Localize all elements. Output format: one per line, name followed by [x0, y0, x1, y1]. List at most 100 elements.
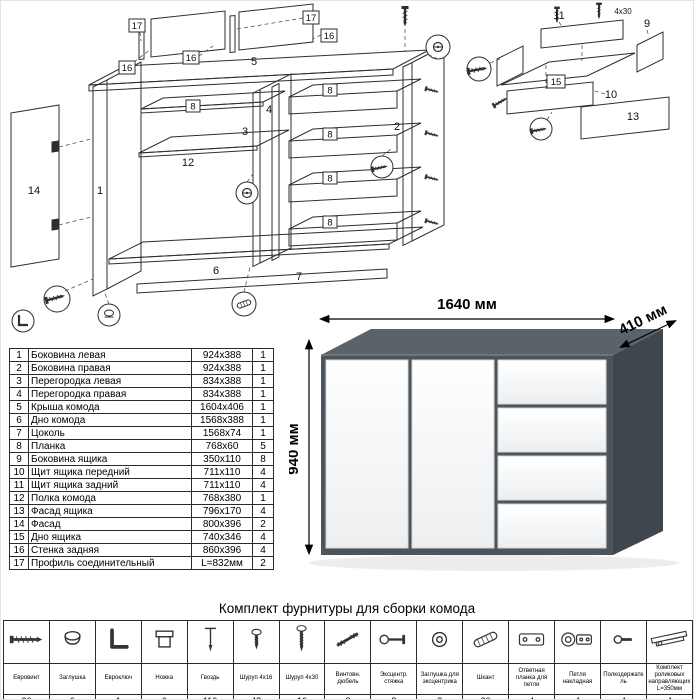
part-size: 711x110	[191, 478, 253, 492]
part-num: 11	[9, 478, 29, 492]
hardware-icon-cell	[416, 620, 464, 664]
callout-12: 12	[182, 157, 194, 169]
drawer-exploded-view	[496, 19, 670, 140]
callout-17: 17	[306, 13, 317, 24]
exploded-assembly-diagram: 17 17 16 16 16 8 8 8 8 8 15 5 12 3	[10, 1, 670, 333]
part-num: 4	[9, 387, 29, 401]
wooden-dowel-icon	[473, 631, 498, 648]
height-label: 940 мм	[289, 423, 302, 474]
hardware-item-qty: 1	[94, 693, 142, 699]
hardware-item-qty: 4	[599, 693, 647, 699]
boxed-callouts: 17 17 16 16 16 8 8 8 8 8 15	[118, 10, 566, 229]
callout-1: 1	[97, 185, 103, 197]
part-num: 12	[9, 491, 29, 505]
hinge-mark	[51, 140, 60, 153]
part-qty: 4	[252, 543, 274, 557]
shelf-12	[138, 129, 290, 154]
callout-17: 17	[132, 21, 143, 32]
hardware-icon-cell	[232, 620, 280, 664]
part-name: Профиль соединительный	[28, 556, 192, 570]
callout-2: 2	[394, 121, 400, 133]
leader-lines	[58, 17, 650, 305]
part-num: 17	[9, 556, 29, 570]
hex-key-icon	[17, 315, 28, 327]
confirmat-screw-icon	[9, 635, 43, 644]
part-name: Цоколь	[28, 426, 192, 440]
dowel-screw-icon	[336, 632, 360, 647]
hardware-icon-cell	[186, 620, 234, 664]
part-size: 1604x406	[191, 400, 253, 414]
part-num: 7	[9, 426, 29, 440]
hardware-item-qty: 8	[416, 693, 464, 699]
part-size: 711x110	[191, 465, 253, 479]
hardware-icon-cell	[278, 620, 326, 664]
part-name: Щит ящика задний	[28, 478, 192, 492]
dresser-side	[613, 329, 663, 555]
hardware-item-qty: 4	[554, 693, 601, 699]
hardware-item-name: Евроключ	[94, 663, 142, 695]
hardware-icon-cell	[140, 620, 188, 664]
callout-6: 6	[213, 265, 219, 277]
hardware-item-name: Винтовн. дюбель	[324, 663, 372, 695]
hardware-qty-row: 266161104816888204444	[3, 693, 693, 699]
part-name: Планка	[28, 439, 192, 453]
callout-3: 3	[242, 126, 248, 138]
carcass-exploded-view	[10, 3, 445, 297]
hardware-icon-cell	[599, 620, 647, 664]
callout-8: 8	[327, 218, 332, 229]
drawer-box	[288, 78, 422, 115]
part-qty: 1	[252, 491, 274, 505]
part-qty: 1	[252, 374, 274, 388]
part-name: Полка комода	[28, 491, 192, 505]
callout-16: 16	[186, 53, 197, 64]
hardware-item-qty: 20	[462, 693, 510, 699]
part-qty: 2	[252, 556, 274, 570]
dresser-render: 1640 мм 940 мм 410 мм	[289, 296, 679, 571]
hex-key-icon	[109, 628, 129, 649]
depth-dimension	[619, 320, 677, 348]
hardware-item-name: Шуруп 4x16	[232, 663, 280, 695]
callout-15: 15	[551, 77, 562, 88]
floor-shadow	[309, 555, 679, 571]
drawer-back-11	[540, 19, 624, 49]
callout-5: 5	[251, 56, 257, 68]
hardware-icon-cell	[370, 620, 418, 664]
part-size: L=832мм	[191, 556, 253, 570]
hardware-item-qty: 6	[140, 693, 188, 699]
drawer-side-9	[636, 31, 664, 73]
drawer-front-4	[497, 503, 607, 549]
hardware-item-name: Заглушка	[48, 663, 96, 695]
callout-16: 16	[324, 31, 335, 42]
part-name: Перегородка левая	[28, 374, 192, 388]
shelf-pin-icon	[613, 635, 632, 644]
drawer-slides-icon	[650, 630, 688, 647]
hex-key-detail	[11, 309, 35, 333]
width-label: 1640 мм	[437, 296, 497, 313]
part-name: Стенка задняя	[28, 543, 192, 557]
cam-bolt-icon	[379, 634, 406, 645]
hardware-item-qty: 16	[278, 693, 326, 699]
part-num: 1	[9, 348, 29, 362]
furniture-leg-icon	[155, 630, 174, 648]
part-num: 10	[9, 465, 29, 479]
part-num: 9	[9, 452, 29, 466]
hardware-item-name: Заглушка для эксцентрика	[416, 663, 464, 695]
part-qty: 1	[252, 387, 274, 401]
plain-callouts: 5 12 3 4 1 14 6 7 2 11 9 10 13 4x30	[28, 7, 650, 283]
hardware-icon-cell	[554, 620, 601, 664]
part-name: Фасад	[28, 517, 192, 531]
part-num: 6	[9, 413, 29, 427]
drawer-box	[288, 210, 422, 247]
